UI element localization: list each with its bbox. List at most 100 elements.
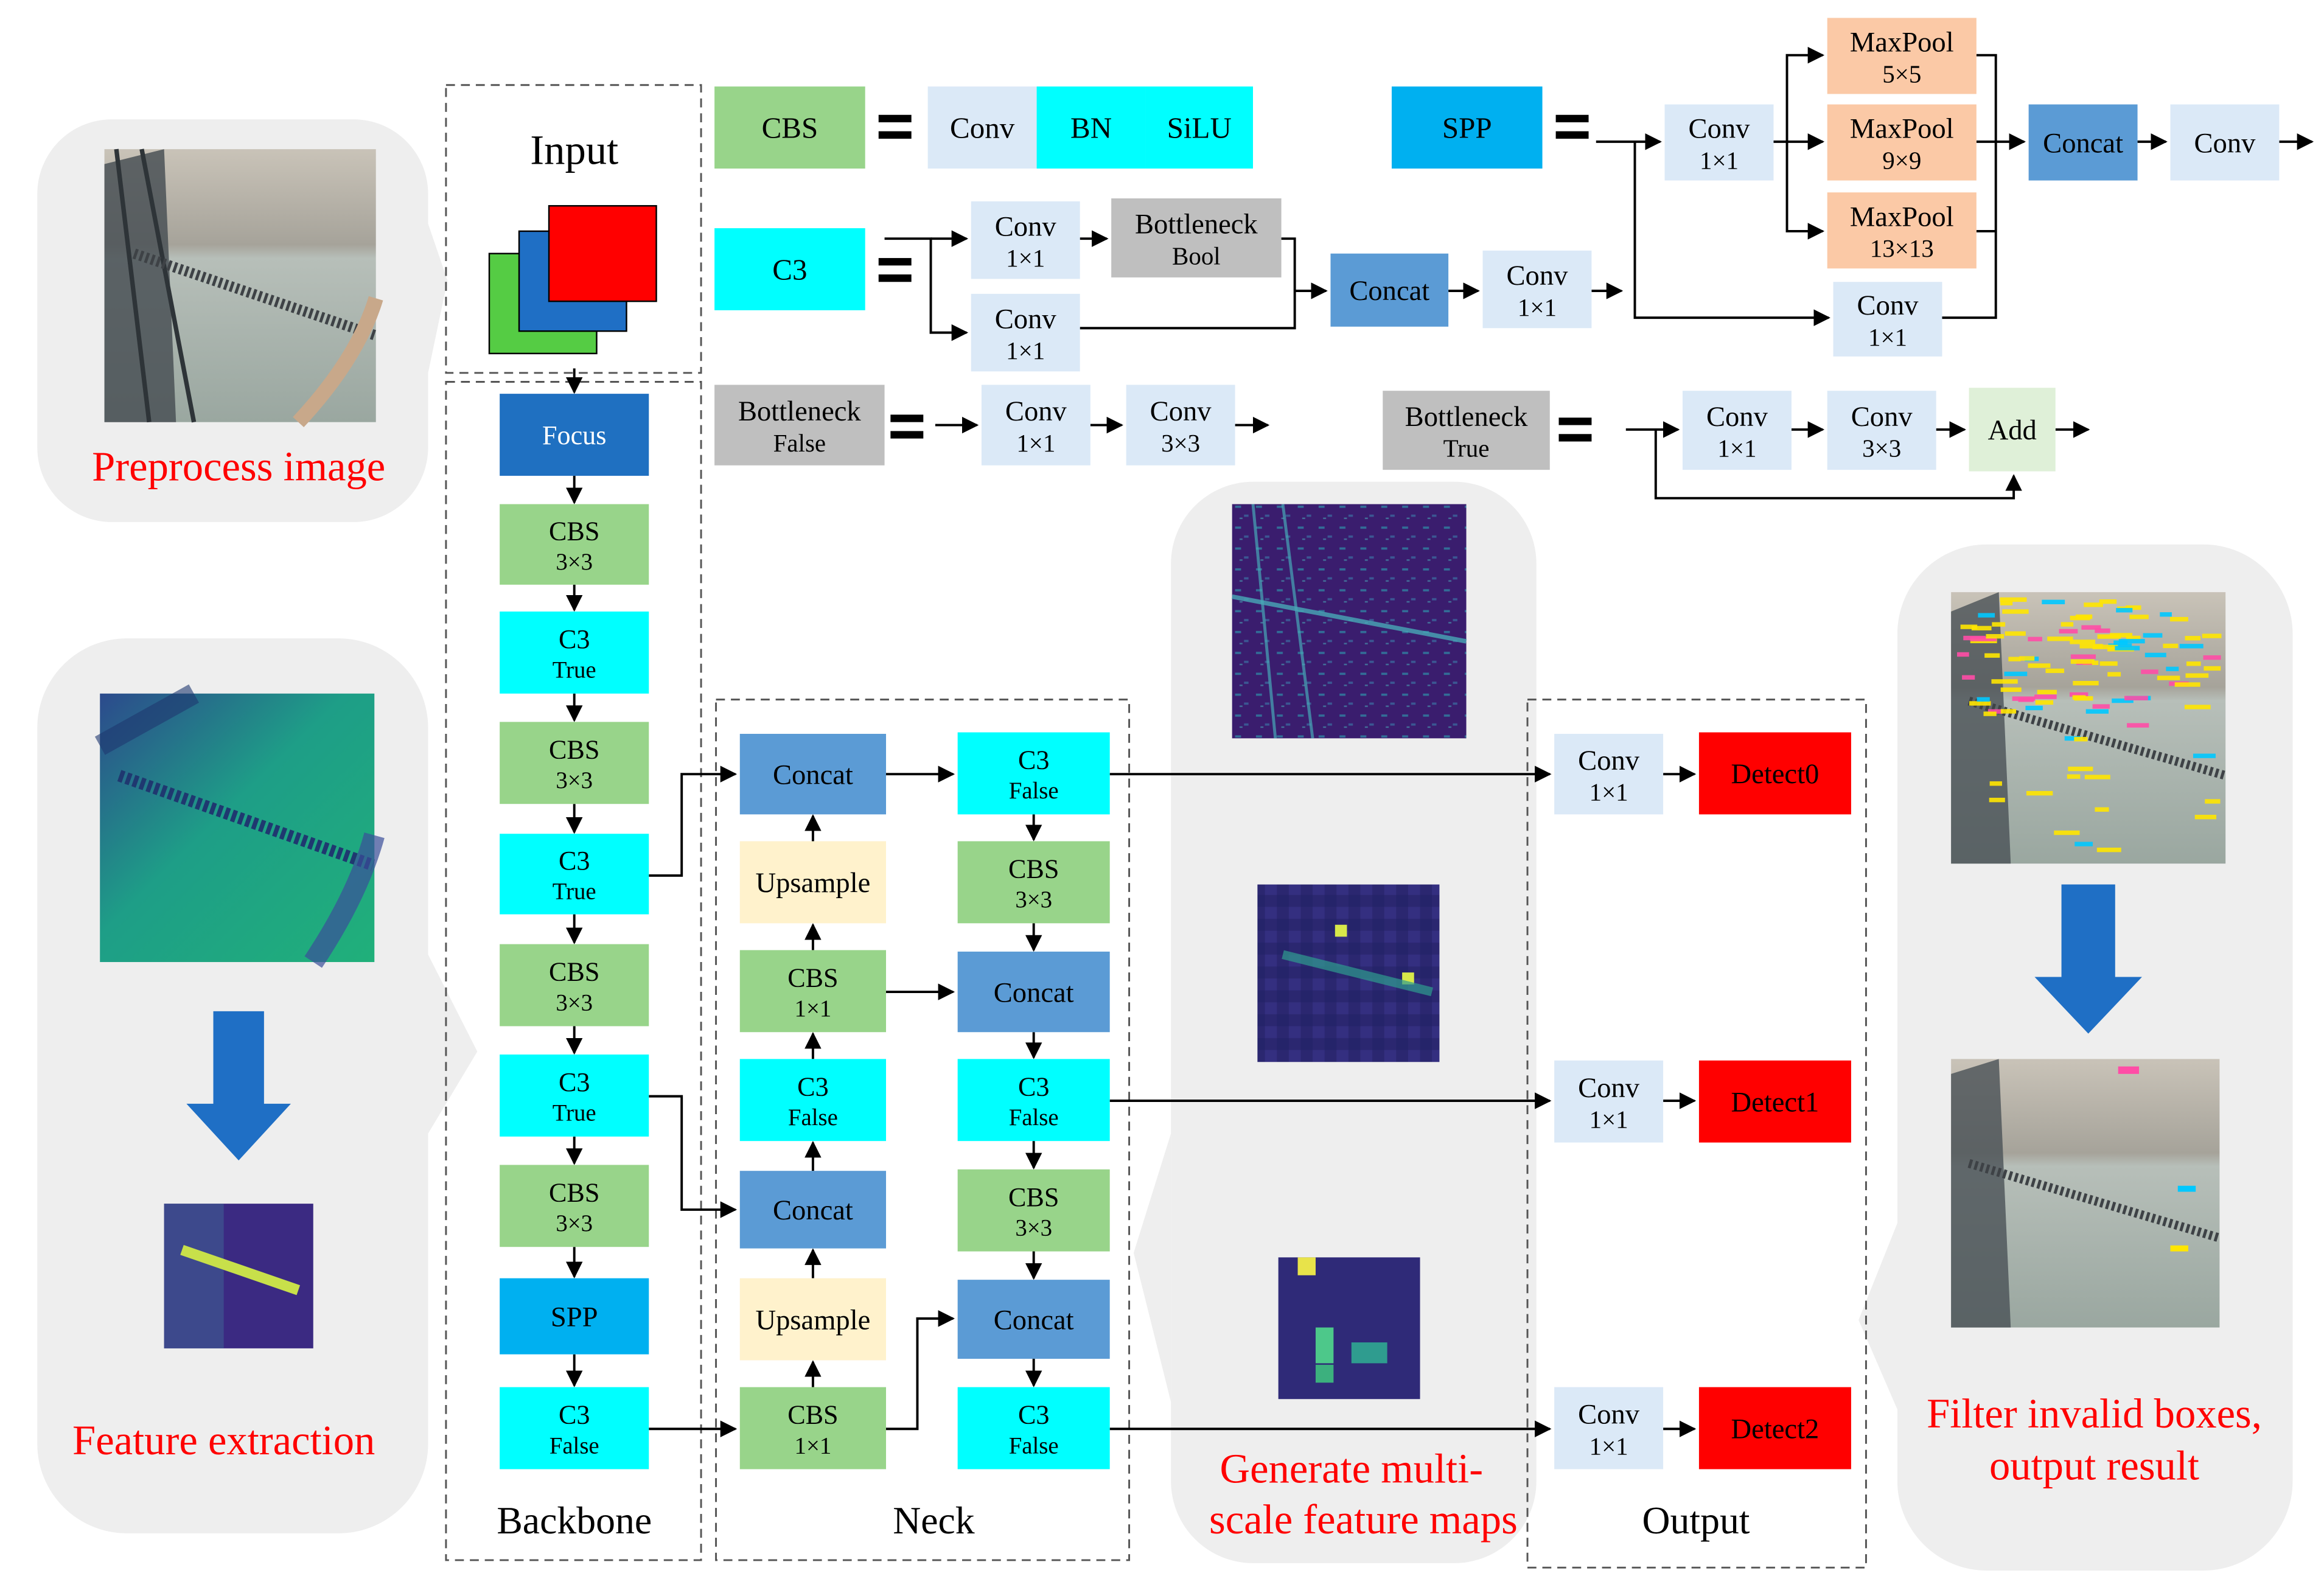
backbone-c3-3-to-neck <box>649 1095 738 1218</box>
backbone-c3-2-to-neck <box>649 765 738 877</box>
backbone-c3-3-label: C3 <box>559 1067 590 1097</box>
feature-map-20 <box>1278 1257 1420 1400</box>
c3-branch-lower <box>884 237 969 341</box>
neck-cbs-a-sublabel: 1×1 <box>795 995 832 1022</box>
legend-spp-conv-skip-sublabel: 1×1 <box>1868 323 1907 351</box>
neck-c3-a-sublabel: False <box>788 1104 838 1131</box>
legend-cbs-conv-label: Conv <box>950 111 1015 145</box>
backbone-label: Backbone <box>497 1499 652 1542</box>
down-arrow-filter <box>2034 884 2142 1034</box>
legend-spp-conv-out-label: Conv <box>2194 128 2256 159</box>
caption-filter-line2: output result <box>1989 1443 2199 1489</box>
neck-c3-r3-sublabel: False <box>1009 1432 1059 1459</box>
backbone-cbs-1-label: CBS <box>549 516 599 546</box>
backbone-c3-2-sublabel: True <box>553 879 596 905</box>
neck-c3-r2-sublabel: False <box>1009 1104 1059 1131</box>
backbone-focus: Focus <box>500 394 649 476</box>
bneckt-equals-sign <box>1558 417 1592 442</box>
neck-c3-r2-label: C3 <box>1018 1072 1049 1101</box>
legend-spp-conv-out: Conv <box>2170 104 2280 181</box>
input-section <box>445 84 702 374</box>
legend-c3-concat-label: Concat <box>1349 276 1429 307</box>
neck-concat-b: Concat <box>739 1171 887 1249</box>
backbone-focus-label: Focus <box>542 420 606 450</box>
caption-filter-line1: Filter invalid boxes, <box>1927 1390 2262 1437</box>
legend-bneckt-conv1-label: Conv <box>1706 402 1768 433</box>
legend-cbs-lhs-label: CBS <box>762 111 818 145</box>
neck-concat-r2-label: Concat <box>994 1305 1074 1336</box>
output-detect-0-label: Detect0 <box>1731 759 1820 790</box>
feature-map-large <box>94 684 385 968</box>
legend-spp-maxpool5-label: MaxPool <box>1850 27 1954 58</box>
legend-spp-maxpool5-sublabel: 5×5 <box>1882 60 1921 88</box>
neck-upsample-b-label: Upsample <box>756 1305 871 1336</box>
neck-label: Neck <box>893 1499 975 1542</box>
legend-bneckf-lhs-sublabel: False <box>773 429 826 457</box>
legend-spp-concat: Concat <box>2028 104 2138 181</box>
neck-concat-r1: Concat <box>957 951 1110 1033</box>
legend-bneckt-lhs-label: Bottleneck <box>1405 402 1528 433</box>
legend-bneckf-conv2-sublabel: 3×3 <box>1161 429 1200 457</box>
legend-cbs-silu-label: SiLU <box>1167 111 1232 145</box>
feature-map-80 <box>1232 504 1467 739</box>
output-conv-0-sublabel: 1×1 <box>1589 778 1628 806</box>
legend-c3-concat: Concat <box>1330 253 1449 327</box>
bneckf-equals-sign <box>890 414 924 439</box>
neck-concat-r1-label: Concat <box>994 977 1074 1008</box>
c3-join-lower <box>1080 237 1296 330</box>
spp-to-mp5 <box>1785 46 1825 142</box>
legend-spp-conv-skip-label: Conv <box>1857 290 1919 321</box>
backbone-spp-label: SPP <box>551 1302 598 1333</box>
neck-concat-a: Concat <box>739 733 887 815</box>
input-tensor-icon <box>488 205 657 355</box>
backbone-spp: SPP <box>500 1278 649 1355</box>
spp-to-mp13 <box>1785 141 1825 240</box>
legend-bneckf-conv1-sublabel: 1×1 <box>1016 429 1055 457</box>
legend-bneckt-add: Add <box>1969 388 2056 472</box>
legend-bneckt-add-label: Add <box>1988 415 2037 446</box>
neck-concat-r2: Concat <box>957 1280 1110 1359</box>
caption-multiscale-line2: scale feature maps <box>1209 1496 1518 1543</box>
neck-cbs-a-label: CBS <box>787 963 838 992</box>
caption-multiscale-line1: Generate multi- <box>1220 1445 1484 1491</box>
legend-bneckf-lhs-label: Bottleneck <box>738 396 861 427</box>
spp-equals-sign <box>1555 114 1589 139</box>
c3-equals-sign <box>878 258 912 282</box>
caption-preprocess: Preprocess image <box>92 443 385 489</box>
neck-c3-a-label: C3 <box>797 1072 828 1101</box>
output-section <box>1526 699 1867 1569</box>
output-detect-2-label: Detect2 <box>1731 1414 1820 1445</box>
feature-map-40 <box>1257 884 1440 1062</box>
neck-concat-a-label: Concat <box>773 759 853 790</box>
neck-concat-b-label: Concat <box>773 1195 853 1226</box>
legend-spp-lhs: SPP <box>1391 86 1543 169</box>
legend-bneckt-conv2-sublabel: 3×3 <box>1862 434 1901 462</box>
detection-photo-unfiltered <box>1951 592 2227 864</box>
neck-c3-r1-label: C3 <box>1018 745 1049 775</box>
legend-spp-conv-in-label: Conv <box>1689 114 1751 145</box>
backbone-c3-3-sublabel: True <box>553 1100 596 1126</box>
legend-spp-maxpool9-sublabel: 9×9 <box>1882 147 1921 175</box>
detection-photo-filtered <box>1951 1059 2221 1328</box>
backbone-c3-1-label: C3 <box>559 624 590 654</box>
backbone-cbs-2-sublabel: 3×3 <box>556 767 593 793</box>
legend-c3-bottleneck-label: Bottleneck <box>1135 209 1258 240</box>
